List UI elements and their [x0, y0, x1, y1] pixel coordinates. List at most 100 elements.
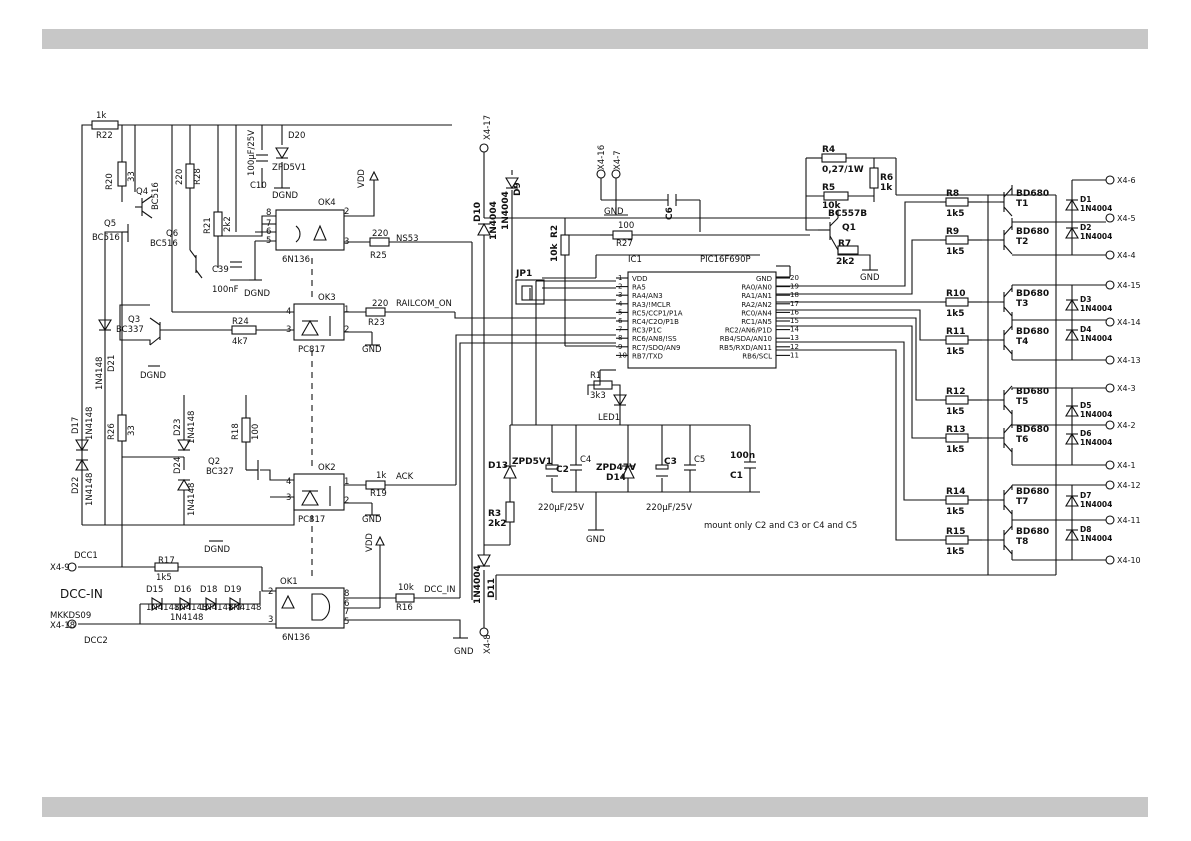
ok1-ref: OK1	[280, 577, 298, 587]
diode-icon	[1065, 432, 1079, 445]
r4-ref: R4	[822, 145, 835, 155]
terminal-label: X4-1	[1117, 461, 1136, 470]
out-d-ref: D5	[1080, 401, 1091, 410]
ic1-pin-name: VDD	[632, 275, 648, 283]
out-t-part: BD680	[1016, 327, 1049, 337]
diode-icon	[151, 597, 164, 611]
ic1-pin-name: RB4/SDA/AN10	[720, 335, 772, 343]
label-dgnd-2: DGND	[244, 289, 270, 299]
c39-value: 100nF	[212, 285, 239, 295]
ok4-part: 6N136	[282, 255, 310, 265]
pin-label: 2	[344, 325, 349, 335]
label-x4-17: X4-17	[483, 115, 493, 140]
d20-ref: D20	[288, 131, 305, 141]
r20-value: 33	[127, 171, 137, 182]
r27-value: 100	[618, 221, 634, 231]
diode-icon	[1065, 404, 1079, 417]
ic1-pin-name: RC6/AN8/!SS	[632, 335, 677, 343]
ic1-pin-num: 19	[790, 283, 799, 291]
d17-ref: D17	[71, 417, 81, 434]
ic1-ref: IC1	[628, 255, 642, 265]
d17-part: 1N4148	[85, 407, 95, 440]
label-gnd-ic: GND	[604, 207, 624, 217]
ic1-body	[627, 271, 777, 369]
out-r-value: 1k5	[946, 407, 965, 417]
r2-ref: R2	[550, 225, 560, 238]
q3-ref: Q3	[128, 315, 140, 325]
out-d-ref: D6	[1080, 429, 1091, 438]
ic1-pin-num: 16	[790, 308, 799, 316]
out-r-ref: R8	[946, 189, 959, 199]
terminal-icon	[1105, 460, 1115, 470]
terminal-icon	[1105, 213, 1115, 223]
ic1-pin-name: RC0/AN4	[741, 309, 772, 317]
d23-ref: D23	[173, 419, 183, 436]
diodes-and-caps	[75, 147, 1079, 611]
d22-part: 1N4148	[85, 473, 95, 506]
r2-value: 10k	[550, 242, 560, 262]
ic1-pin-num: 9	[618, 343, 622, 351]
d14-ref: D14	[606, 473, 626, 483]
r27-ref: R27	[616, 239, 633, 249]
out-d-ref: D4	[1080, 325, 1091, 334]
ok2-body	[293, 473, 345, 511]
out-d-part: 1N4004	[1080, 438, 1112, 447]
r24-ref: R24	[232, 317, 249, 327]
d11-ref: D11	[487, 578, 497, 598]
label-railcom: RAILCOM_ON	[396, 299, 452, 309]
d22-ref: D22	[71, 477, 81, 494]
ic1-pin-num: 14	[790, 326, 799, 334]
out-t-part: BD680	[1016, 189, 1049, 199]
r24-value: 4k7	[232, 337, 248, 347]
d21-ref: D21	[107, 355, 117, 372]
pin-label: 1	[344, 305, 349, 315]
q5-part: BC516	[92, 233, 120, 243]
zener-icon	[275, 147, 289, 160]
c4-ref: C4	[580, 455, 591, 465]
terminal-icon	[1105, 383, 1115, 393]
d16-part: 1N4148	[174, 603, 207, 613]
pin-label: 8	[344, 589, 349, 599]
diode-icon	[477, 554, 491, 568]
r18-value: 100	[251, 424, 261, 440]
resistors	[91, 120, 982, 603]
q1-ref: Q1	[842, 223, 856, 233]
ic1-pin-num: 5	[618, 308, 622, 316]
ic1-pin-num: 18	[790, 291, 799, 299]
out-t-part: BD680	[1016, 527, 1049, 537]
r22-ref: R22	[96, 131, 113, 141]
label-x4-7: X4-7	[613, 150, 623, 170]
diode-icon	[1065, 298, 1079, 311]
label-dgnd-1: DGND	[272, 191, 298, 201]
diode-icon	[75, 458, 89, 471]
d24-ref: D24	[173, 457, 183, 474]
label-gnd-ok2: GND	[362, 515, 382, 525]
r26-value: 33	[127, 425, 137, 436]
label-mount-note: mount only C2 and C3 or C4 and C5	[704, 521, 857, 531]
r28-ref: R28	[193, 168, 203, 185]
pin-label: 8	[266, 208, 271, 218]
zener-icon	[621, 464, 635, 479]
r22-value: 1k	[96, 111, 106, 121]
led-icon	[613, 394, 627, 407]
q2-part: BC327	[206, 467, 234, 477]
d15-ref: D15	[146, 585, 163, 595]
label-dcc1: DCC1	[74, 551, 98, 561]
pin-label: 6	[266, 227, 271, 237]
out-t-ref: T5	[1016, 397, 1028, 407]
label-dgnd-3: DGND	[140, 371, 166, 381]
diode-icon	[205, 597, 218, 611]
d23-part: 1N4148	[187, 411, 197, 444]
r1-ref: R1	[590, 371, 601, 381]
r23-value: 220	[372, 299, 388, 309]
ic1-pin-name: RB6/SCL	[742, 352, 772, 360]
ic1-part: PIC16F690P	[700, 255, 751, 265]
r1-value: 3k3	[590, 391, 606, 401]
top-band	[42, 29, 1148, 49]
out-t-ref: T8	[1016, 537, 1028, 547]
ok4-ref: OK4	[318, 198, 336, 208]
out-d-part: 1N4004	[1080, 410, 1112, 419]
terminal-label: X4-14	[1117, 318, 1141, 327]
ok3-body	[293, 303, 345, 341]
ic1-pin-name: RC4/C2O/P1B	[632, 318, 679, 326]
